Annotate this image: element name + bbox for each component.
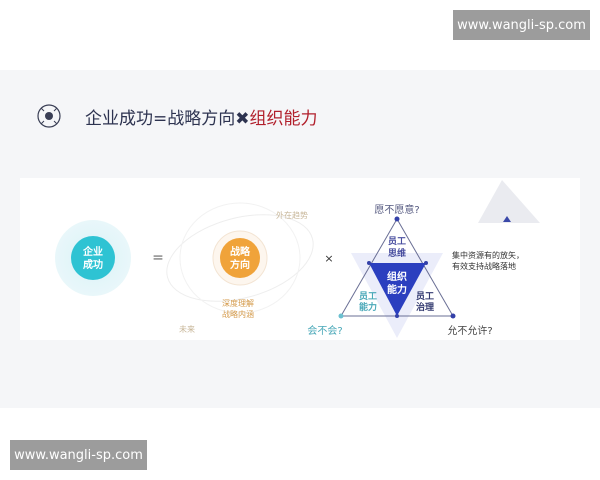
diagram-shape: [424, 261, 428, 265]
diagram-label: 深度理解: [222, 298, 254, 308]
diagram-shape: [369, 263, 426, 316]
diagram-shape: [395, 314, 399, 318]
diagram-shape: [394, 216, 400, 222]
globe-arrows-icon: [36, 103, 62, 129]
diagram-label: 能力: [359, 301, 377, 313]
times-sign: ×: [324, 252, 333, 265]
diagram-shape: [367, 261, 371, 265]
diagram-shape: [179, 202, 301, 314]
diagram-label: 外在趋势: [276, 210, 308, 220]
diagram-label: 战略: [230, 245, 251, 258]
diagram-label: 愿不愿意?: [374, 203, 419, 216]
diagram-label: 成功: [83, 258, 103, 271]
diagram-label: 治理: [416, 301, 434, 313]
diagram-label: 思维: [388, 247, 406, 259]
diagram-shape: [503, 216, 511, 222]
diagram-label: 有效支持战略落地: [452, 261, 516, 271]
diagram-label: 方向: [230, 258, 250, 271]
watermark-bottom[interactable]: www.wangli-sp.com: [10, 440, 147, 470]
diagram-shape: [40, 107, 58, 125]
diagram-shape: [45, 112, 53, 120]
diagram-shape: [220, 238, 260, 278]
diagram-label: 员工: [416, 291, 434, 302]
diagram-label: 战略内涵: [222, 309, 254, 319]
diagram-label: 会不会?: [307, 324, 342, 337]
decor-triangle: [478, 180, 540, 223]
diagram-label: 企业: [82, 245, 103, 258]
diagram-label: 能力: [387, 283, 407, 296]
diagram-shape: [37, 104, 61, 128]
diagram-card: 企业 成功 = 战略 方向 外在趋势 未来 深度理解 战略内涵 × 愿不愿意? …: [20, 178, 580, 340]
org-triangle: 愿不愿意? 会不会? 允不允许? 员工 思维 组织 能力 员工 能力 员工 治理: [307, 203, 493, 338]
note-text: 集中资源有的放矢，: [452, 250, 524, 260]
diagram-label: 组织: [387, 270, 407, 283]
page-title: 企业成功=战略方向✖组织能力: [85, 109, 318, 129]
diagram-label: 允不允许?: [447, 324, 492, 337]
diagram-shape: [71, 236, 115, 280]
diagram-shape: [166, 214, 314, 302]
equals-sign: =: [152, 250, 164, 266]
diagram-label: 员工: [388, 236, 406, 247]
watermark-top[interactable]: www.wangli-sp.com: [453, 10, 590, 40]
diagram-shape: [450, 313, 456, 319]
success-circle: 企业 成功: [55, 220, 131, 296]
diagram-label: 未来: [179, 324, 195, 334]
diagram-shape: [338, 313, 344, 319]
diagram-label: 员工: [359, 291, 377, 302]
strategy-orbit: 战略 方向 外在趋势 未来 深度理解 战略内涵: [166, 202, 314, 334]
